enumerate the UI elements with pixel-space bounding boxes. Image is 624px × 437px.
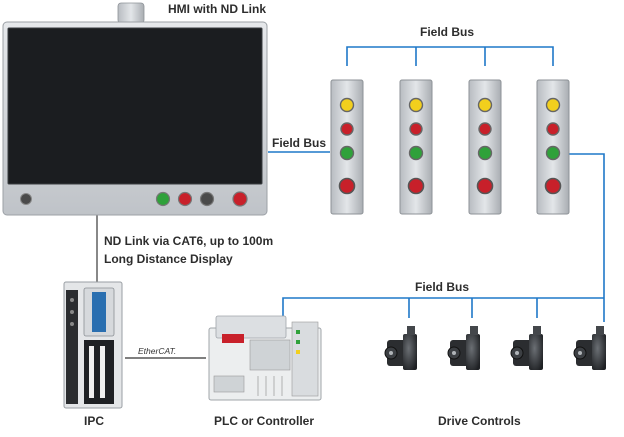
servo-motor-icon <box>573 326 606 370</box>
push-button-stations <box>330 79 570 215</box>
field-bus-bottom-line <box>282 297 604 325</box>
push-button-station-icon <box>536 79 570 215</box>
hmi-label: HMI with ND Link <box>168 2 266 16</box>
hmi-panel-icon <box>2 2 268 216</box>
push-button-station-icon <box>399 79 433 215</box>
servo-motor-icon <box>384 326 417 370</box>
ethercat-logo: EtherCAT. <box>138 346 176 356</box>
field-bus-top-line <box>346 46 554 66</box>
field-bus-top-label: Field Bus <box>420 25 475 39</box>
nd-link-label-line2: Long Distance Display <box>104 252 233 266</box>
connections <box>96 46 605 359</box>
plc-controller-icon <box>208 315 322 401</box>
field-bus-bottom-label: Field Bus <box>415 280 470 294</box>
field-bus-left-label: Field Bus <box>272 136 327 150</box>
servo-motor-icon <box>447 326 480 370</box>
servo-motors <box>384 326 606 370</box>
push-button-station-icon <box>468 79 502 215</box>
field-bus-right-line <box>569 153 605 322</box>
plc-label: PLC or Controller <box>214 414 315 428</box>
push-button-station-icon <box>330 79 364 215</box>
industrial-pc-icon <box>63 281 123 409</box>
ipc-label: IPC <box>84 414 105 428</box>
nd-link-label-line1: ND Link via CAT6, up to 100m <box>104 234 274 248</box>
servo-motor-icon <box>510 326 543 370</box>
drives-label: Drive Controls <box>438 414 521 428</box>
